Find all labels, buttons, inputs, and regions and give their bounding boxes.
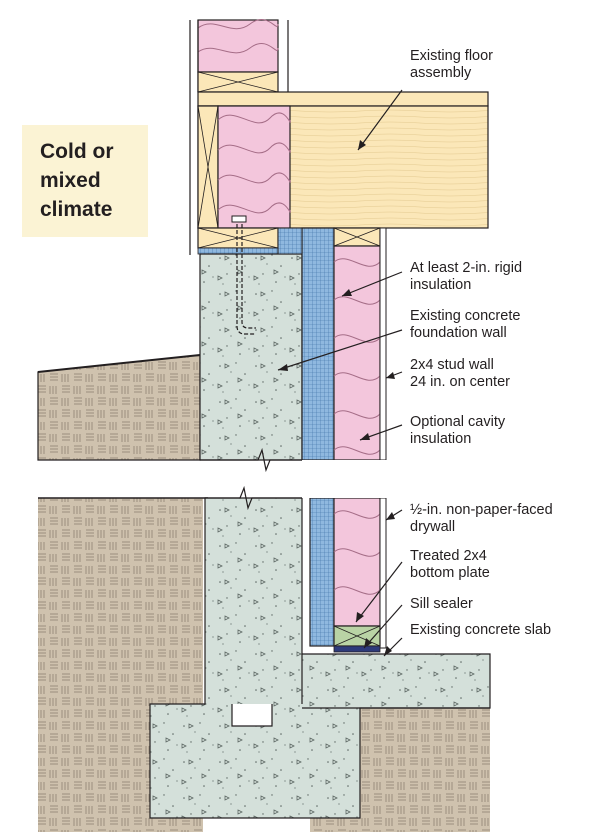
sill-sealer bbox=[333, 645, 381, 653]
label-concrete-slab: Existing concrete slab bbox=[410, 622, 552, 638]
label-sill-sealer: Sill sealer bbox=[410, 596, 473, 612]
break-line-upper bbox=[200, 447, 302, 473]
label-rigid-insulation: At least 2-in. rigid insulation bbox=[410, 260, 523, 293]
label-bottom-plate: Treated 2x4 bottom plate bbox=[410, 548, 490, 581]
rigid-insulation-lower bbox=[309, 497, 335, 647]
floor-cavity-insulation bbox=[217, 105, 291, 229]
anchor-bolt bbox=[236, 218, 256, 335]
subfloor bbox=[197, 91, 489, 107]
label-existing-floor-assembly: Existing floor assembly bbox=[410, 48, 494, 81]
climate-callout: Cold or mixed climate bbox=[22, 125, 148, 237]
break-line-lower bbox=[205, 485, 302, 511]
drywall-upper bbox=[379, 227, 387, 461]
drywall-lower bbox=[379, 497, 387, 649]
foundation-wall-upper bbox=[199, 253, 303, 461]
label-cavity-insulation: Optional cavity insulation bbox=[410, 414, 506, 447]
climate-callout-text: Cold or mixed climate bbox=[40, 140, 114, 221]
leader-arrowheads bbox=[278, 140, 395, 656]
label-stud-wall: 2x4 stud wall 24 in. on center bbox=[410, 357, 510, 390]
stud-cavity-insulation-lower bbox=[333, 497, 381, 627]
rigid-insulation-upper bbox=[301, 227, 335, 461]
soil-upper-left bbox=[37, 354, 201, 461]
upper-wall-insulation bbox=[197, 19, 279, 73]
label-drywall: ½-in. non-paper-faced drywall bbox=[410, 502, 553, 535]
label-foundation-wall: Existing concrete foundation wall bbox=[410, 308, 521, 341]
stud-cavity-insulation-upper bbox=[333, 245, 381, 461]
